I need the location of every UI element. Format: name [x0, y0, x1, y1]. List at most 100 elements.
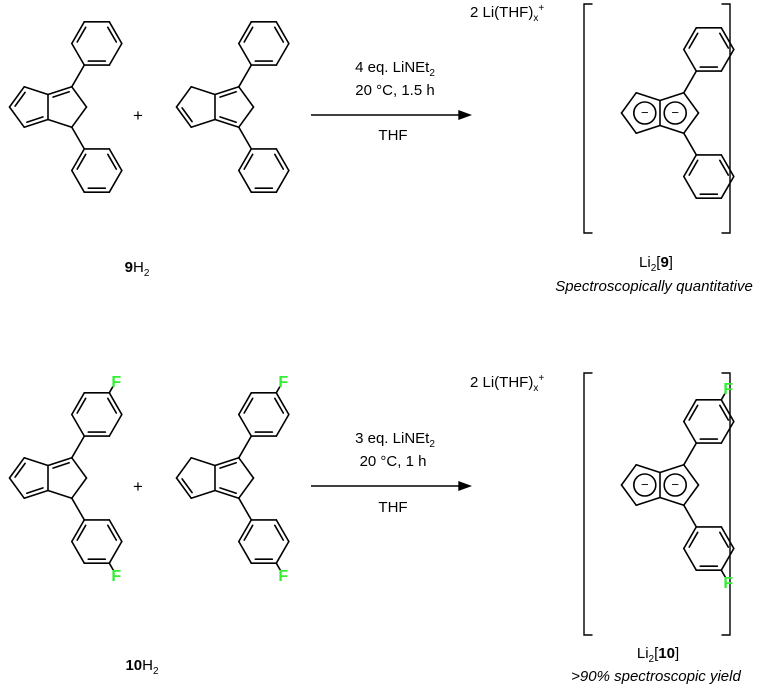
- core-bond: [47, 456, 73, 467]
- core-bond: [620, 463, 638, 486]
- aryl-bond: [108, 519, 123, 543]
- aryl-double-bond: [76, 397, 87, 414]
- bond-to-fluorine: [720, 392, 727, 401]
- bond-to-aryl: [682, 504, 698, 528]
- core-bond: [23, 118, 49, 128]
- bond-to-aryl: [682, 132, 698, 156]
- core-bond: [214, 489, 240, 500]
- fluorine-atom: F: [278, 373, 289, 391]
- core-bond: [214, 456, 240, 467]
- core-bond: [190, 489, 216, 500]
- core-bond: [71, 106, 88, 128]
- bond-to-aryl: [682, 442, 698, 466]
- reagent-2: 3 eq. LiNEt2: [355, 430, 435, 450]
- core-bond: [635, 463, 661, 474]
- minus-charge: −: [671, 477, 679, 492]
- aryl-double-bond: [718, 531, 730, 548]
- product-bracket: [583, 372, 731, 636]
- core-bond: [175, 106, 192, 128]
- aryl-bond: [71, 413, 86, 437]
- aromatic-circle: [663, 473, 688, 497]
- double-bond: [219, 487, 237, 495]
- aryl-bond: [682, 48, 698, 72]
- aryl-double-bond: [273, 524, 285, 541]
- aryl-double-bond: [107, 26, 118, 43]
- bond-to-aryl: [71, 126, 86, 150]
- aryl-double-bond: [243, 397, 254, 414]
- aryl-double-bond: [107, 153, 118, 170]
- core-bond: [659, 92, 685, 102]
- bond-to-aryl: [238, 435, 253, 459]
- core-bond: [620, 92, 638, 114]
- aryl-double-bond: [273, 26, 285, 43]
- core-bond: [71, 477, 88, 500]
- core-bond: [190, 118, 216, 128]
- bond-to-aryl: [238, 126, 253, 150]
- aryl-bond: [238, 391, 253, 416]
- reaction-arrow-2-head: [458, 481, 473, 491]
- aryl-double-bond: [688, 32, 699, 49]
- double-bond: [52, 91, 70, 98]
- fluorine-atom: F: [111, 568, 122, 586]
- aryl-bond: [71, 519, 86, 543]
- fluorine-atom: F: [278, 568, 289, 586]
- fluorine-atom: F: [723, 380, 734, 398]
- plus-sign-1: +: [133, 106, 143, 125]
- aryl-double-bond: [243, 524, 254, 541]
- product-label-Li2-10: Li2[10]: [636, 645, 680, 665]
- aryl-bond: [275, 42, 290, 66]
- aryl-double-bond: [107, 524, 118, 541]
- core-bond: [175, 456, 192, 479]
- aryl-bond: [71, 169, 86, 193]
- reaction-arrows: [311, 110, 473, 491]
- core-bond: [23, 86, 49, 96]
- counterion-1: 2 Li(THF)x+: [470, 3, 545, 24]
- solvent-1: THF: [378, 127, 408, 144]
- aryl-bond: [720, 154, 735, 178]
- product-bracket: [583, 3, 731, 234]
- aromatic-circle: [663, 101, 688, 125]
- aryl-bond: [682, 547, 698, 572]
- plus-sign-2: +: [133, 477, 143, 496]
- aryl-bond: [238, 169, 253, 193]
- aryl-bond: [720, 420, 735, 444]
- aryl-bond: [71, 391, 86, 416]
- aryl-bond: [238, 413, 253, 437]
- double-bond: [219, 91, 237, 98]
- aryl-double-bond: [688, 159, 699, 176]
- core-bond: [175, 477, 192, 500]
- aryl-bond: [275, 413, 290, 437]
- core-bond: [620, 484, 638, 507]
- core-bond: [47, 118, 73, 128]
- aryl-bond: [108, 391, 123, 416]
- core-bond: [71, 456, 88, 479]
- core-bond: [8, 86, 26, 108]
- aryl-bond: [238, 20, 253, 45]
- core-bond: [8, 477, 26, 500]
- reaction-arrow-1-head: [458, 110, 473, 120]
- double-bond: [181, 107, 193, 123]
- bond-to-fluorine: [275, 562, 282, 571]
- aryl-bond: [275, 519, 290, 543]
- bond-to-fluorine: [720, 569, 727, 578]
- aryl-double-bond: [273, 153, 285, 170]
- core-bond: [23, 456, 49, 467]
- aryl-bond: [720, 48, 735, 72]
- aryl-bond: [108, 169, 123, 193]
- aryl-bond: [275, 391, 290, 416]
- aryl-bond: [108, 148, 123, 172]
- aryl-bond: [108, 413, 123, 437]
- aryl-bond: [720, 175, 735, 199]
- aryl-bond: [682, 26, 698, 51]
- core-bond: [47, 86, 73, 96]
- core-bond: [635, 124, 661, 134]
- core-bond: [238, 106, 255, 128]
- aryl-double-bond: [718, 32, 730, 49]
- aryl-bond: [238, 148, 253, 172]
- aryl-bond: [720, 526, 735, 550]
- bond-to-fluorine: [108, 562, 115, 571]
- aryl-double-bond: [76, 524, 87, 541]
- aryl-double-bond: [107, 397, 118, 414]
- aryl-bond: [720, 547, 735, 572]
- core-bond: [682, 92, 700, 114]
